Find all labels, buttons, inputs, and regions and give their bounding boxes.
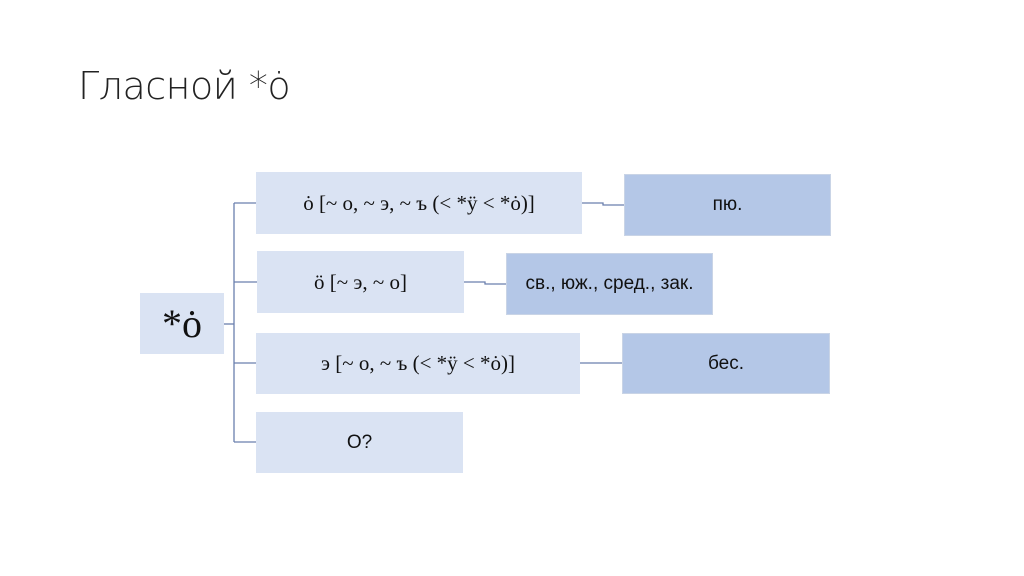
region-node-3: бес. bbox=[622, 333, 830, 394]
branch-node-3: э [~ о, ~ ъ (< *ӱ < *ȯ)] bbox=[256, 333, 580, 394]
connector-2-region bbox=[464, 281, 506, 285]
connector-1-region bbox=[582, 202, 624, 206]
region-node-2: св., юж., сред., зак. bbox=[506, 253, 713, 315]
slide-title: Гласной *ȯ bbox=[78, 64, 291, 108]
branch-node-2: ӧ [~ э, ~ о] bbox=[257, 251, 464, 313]
branch-node-4: О? bbox=[256, 412, 463, 473]
region-node-1: пю. bbox=[624, 174, 831, 236]
branch-node-1: ȯ [~ о, ~ э, ~ ъ (< *ӱ < *ȯ)] bbox=[256, 172, 582, 234]
root-node: *ȯ bbox=[140, 293, 224, 354]
